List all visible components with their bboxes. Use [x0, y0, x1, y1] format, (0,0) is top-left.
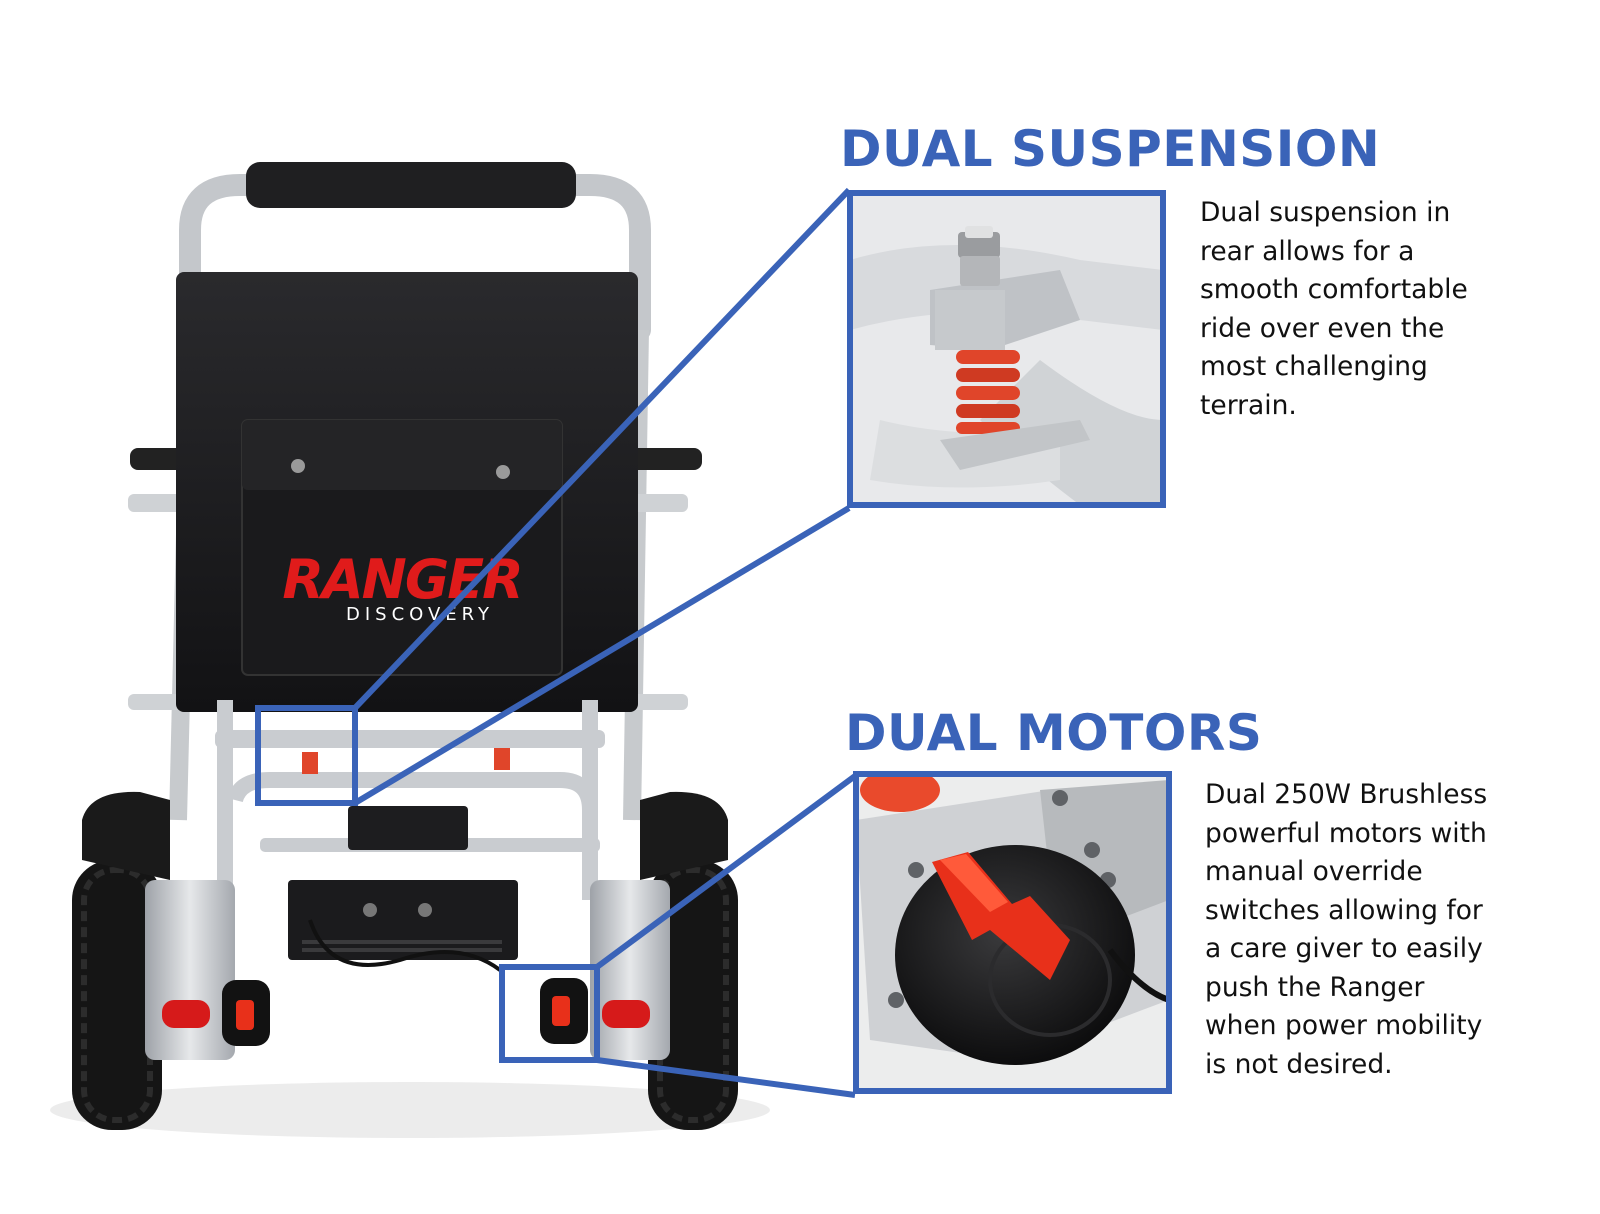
callout-line — [353, 505, 851, 806]
callout-line — [352, 187, 852, 711]
suspension-heading: DUAL SUSPENSION — [840, 120, 1381, 178]
motors-zoom-photo — [856, 774, 1169, 1091]
description-line: rear allows for a — [1200, 235, 1415, 267]
description-line: ride over even the — [1200, 312, 1445, 344]
description-line: switches allowing for — [1205, 894, 1483, 926]
suspension-callout — [255, 187, 1166, 806]
description-line: terrain. — [1200, 389, 1297, 421]
suspension-zoom-photo — [850, 193, 1163, 505]
motors-highlight-box — [499, 964, 600, 1063]
callout-line — [595, 773, 857, 970]
description-line: most challenging — [1200, 351, 1428, 382]
motors-description: Dual 250W Brushless powerful motors with… — [1205, 776, 1487, 1084]
armrest-right — [626, 448, 702, 470]
suspension-highlight-box — [255, 705, 358, 806]
brand-logo-sub: DISCOVERY — [346, 604, 494, 625]
motor-cap — [895, 845, 1135, 1065]
motor-cap-right — [540, 978, 588, 1044]
description-line: powerful motors with — [1205, 817, 1487, 849]
reflector-left — [162, 1000, 210, 1028]
suspension-description: Dual suspension in rear allows for a smo… — [1200, 194, 1468, 425]
description-line: when power mobility — [1205, 1010, 1483, 1041]
motor-cap-left — [222, 980, 270, 1046]
suspension-spring — [956, 350, 1020, 434]
description-line: a care giver to easily — [1205, 933, 1483, 964]
description-line: Dual suspension in — [1200, 197, 1451, 228]
suspension-zoom-frame — [847, 190, 1166, 508]
motors-callout — [499, 771, 1172, 1098]
motors-zoom-frame — [853, 771, 1172, 1094]
reflector-right — [602, 1000, 650, 1028]
wheel-right — [590, 791, 738, 1130]
description-line: push the Ranger — [1205, 971, 1425, 1003]
floor-shadow — [50, 1082, 770, 1138]
motors-heading: DUAL MOTORS — [845, 704, 1263, 762]
description-line: smooth comfortable — [1200, 274, 1468, 305]
description-line: Dual 250W Brushless — [1205, 779, 1488, 810]
brand-logo: RANGER — [282, 548, 521, 611]
description-line: is not desired. — [1205, 1048, 1393, 1080]
battery-box — [348, 806, 468, 850]
push-handle-grip — [246, 162, 576, 208]
override-lever — [932, 852, 1070, 980]
callout-line — [596, 1057, 856, 1098]
wheel-left — [72, 791, 235, 1130]
description-line: manual override — [1205, 856, 1423, 887]
